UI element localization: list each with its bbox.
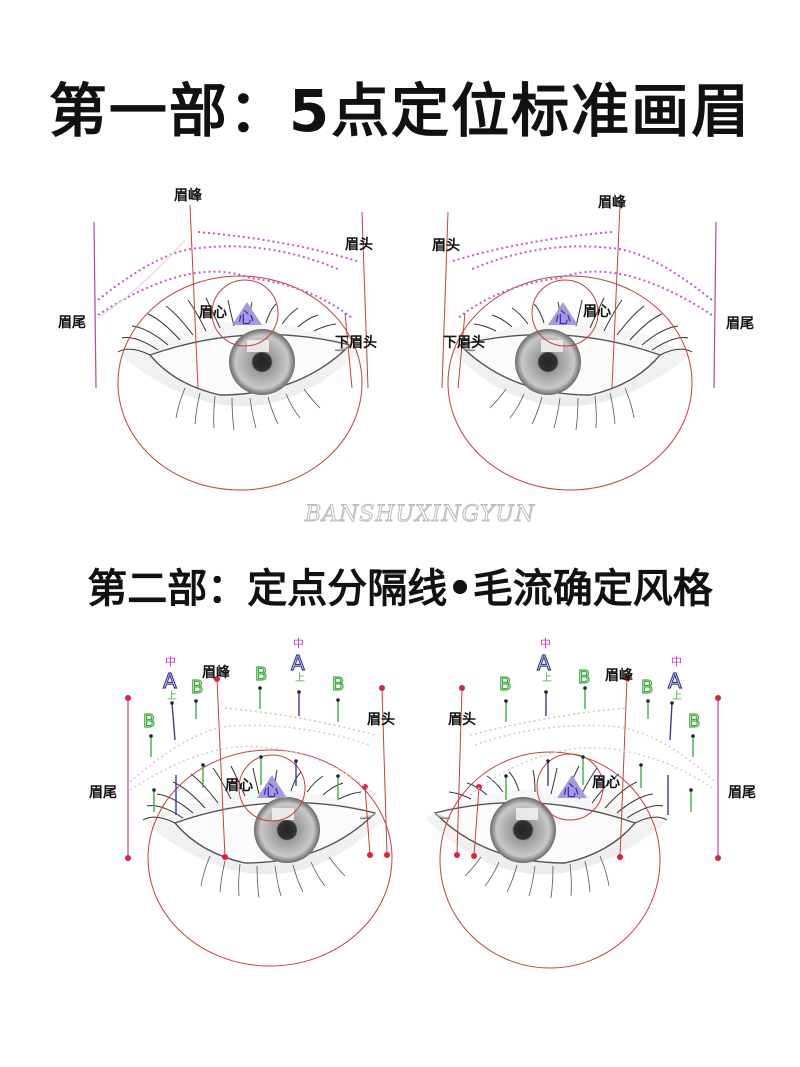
label-tail: 眉尾 (89, 785, 117, 801)
label-tail: 眉尾 (726, 316, 754, 332)
marker-b: B (332, 674, 344, 695)
label-peak: 眉峰 (598, 194, 627, 211)
label-center: 眉心 (199, 305, 227, 321)
label-peak: 眉峰 (174, 187, 203, 204)
marker-a: A (291, 651, 305, 675)
center-guide-circle (211, 279, 279, 347)
brow-mid-dotted (97, 245, 341, 301)
triangle-char: 心 (238, 308, 254, 327)
marker-annotation-top: 中 (540, 637, 551, 650)
marker-annotation-top: 中 (671, 655, 682, 668)
section2-left-eye: B 中 A 上 B B 中 A 上 B 心 眉峰 眉头 眉尾 眉心 (89, 637, 395, 967)
label-peak: 眉峰 (605, 667, 634, 684)
center-triangle (232, 302, 262, 325)
lower-head-guide-line (344, 312, 353, 389)
triangle-char: 心 (263, 781, 279, 800)
label-center: 眉心 (583, 304, 611, 320)
marker-b: B (578, 667, 590, 688)
marker-annotation-bottom: 上 (672, 690, 682, 702)
label-tail: 眉尾 (728, 785, 756, 801)
marker-b: B (499, 674, 511, 695)
tail-guide-line (93, 221, 97, 389)
marker-b: B (191, 677, 203, 698)
label-center: 眉心 (225, 778, 253, 794)
head-guide-line (361, 211, 369, 389)
marker-a: A (163, 669, 177, 693)
marker-b: B (688, 711, 700, 732)
marker-annotation-top: 中 (293, 637, 304, 650)
label-tail: 眉尾 (58, 315, 86, 331)
section2-right-eye: B 中 A 上 B B 中 A 上 B 心 眉峰 眉头 眉尾 眉心 (424, 637, 756, 969)
triangle-char: 心 (555, 308, 571, 327)
section1-left-eye: 心 眉峰 眉头 眉尾 眉心 下眉头 (58, 187, 377, 491)
section2-title: 第二部：定点分隔线•毛流确定风格 (87, 566, 713, 612)
section1-right-eye: 心 眉峰 眉头 眉尾 眉心 下眉头 (432, 194, 754, 491)
label-head: 眉头 (345, 236, 373, 253)
section1-title: 第一部：5点定位标准画眉 (48, 77, 752, 145)
marker-annotation-top: 中 (165, 655, 176, 668)
marker-annotation-bottom: 上 (542, 672, 552, 684)
triangle-char: 心 (563, 781, 579, 800)
watermark: BANSHUXINGYUN (304, 502, 536, 528)
marker-annotation-bottom: 上 (167, 690, 177, 702)
label-lower-head: 下眉头 (443, 334, 485, 351)
label-peak: 眉峰 (202, 664, 231, 681)
brow-upper-dotted (197, 231, 361, 263)
label-head: 眉头 (367, 711, 395, 728)
label-head: 眉头 (432, 237, 460, 254)
marker-b: B (143, 711, 155, 732)
marker-b: B (641, 677, 653, 698)
label-head: 眉头 (448, 711, 476, 728)
label-lower-head: 下眉头 (335, 334, 377, 351)
marker-a: A (668, 669, 682, 693)
marker-annotation-bottom: 上 (295, 672, 305, 684)
eye-guide-ellipse (117, 275, 363, 491)
label-center: 眉心 (592, 775, 620, 791)
marker-b: B (255, 664, 267, 685)
peak-guide-line (189, 204, 199, 389)
brow-lower-dotted (97, 270, 353, 319)
marker-a: A (537, 651, 551, 675)
